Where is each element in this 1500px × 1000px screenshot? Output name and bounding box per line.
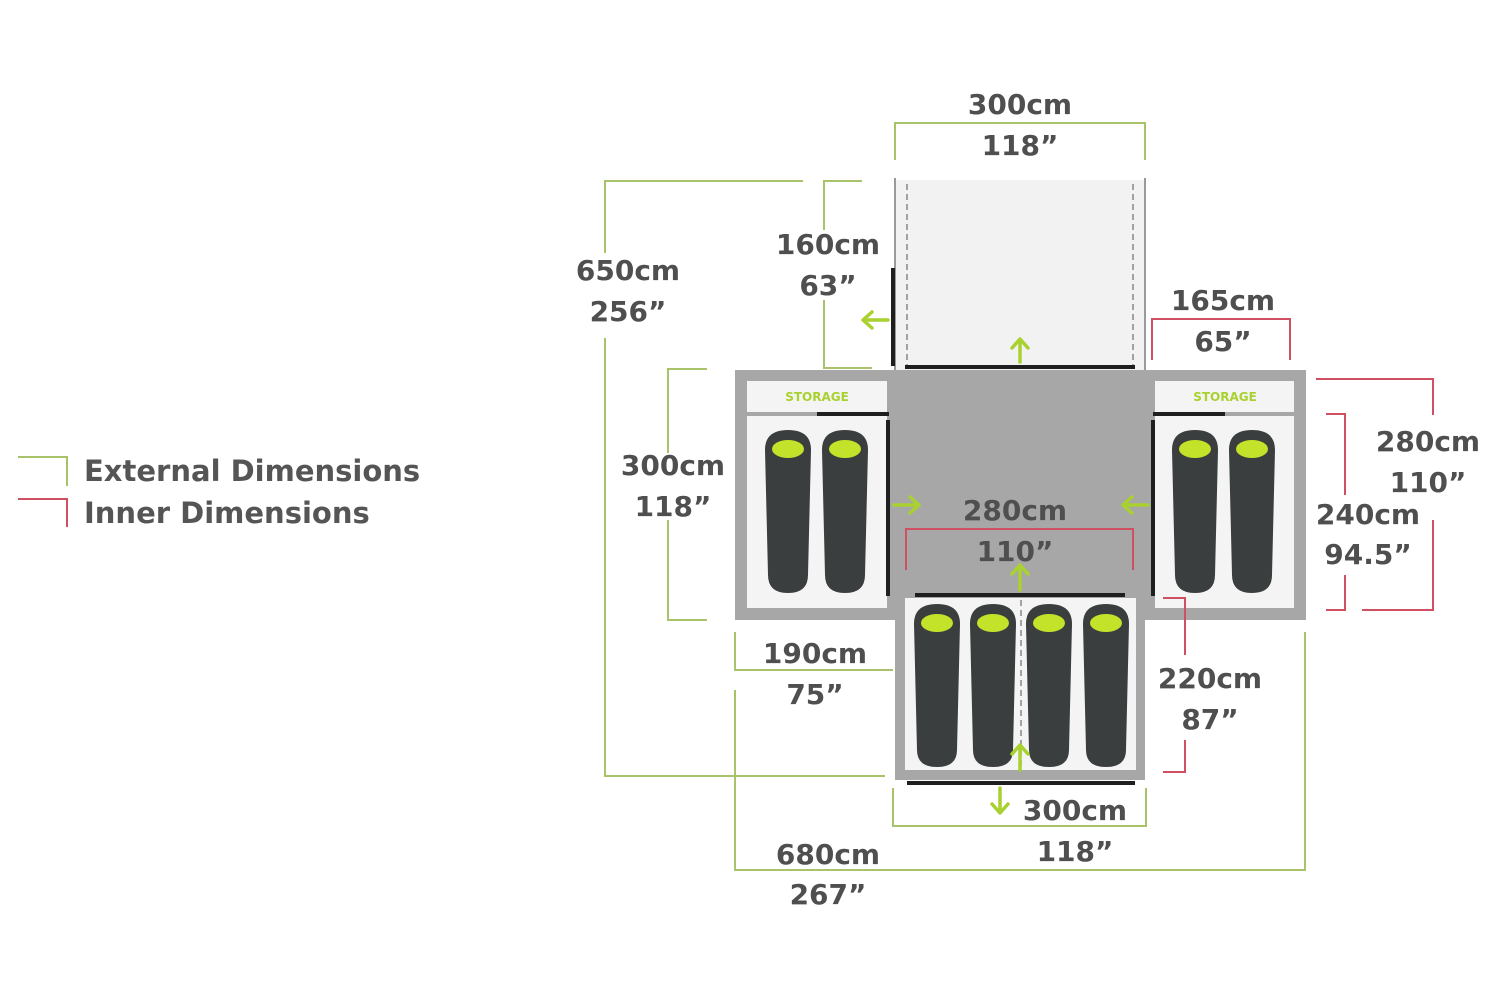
arrow-right-icon (892, 495, 921, 515)
label-side-inner-width-cm: 165cm (1171, 284, 1275, 317)
label-total-length-in: 256” (590, 295, 667, 328)
dim-line-right-inner (1326, 413, 1346, 611)
sleeping-bag (1172, 430, 1218, 593)
dim-line-center-inner (905, 528, 1134, 570)
dim-line-total-length (604, 180, 885, 777)
entrance-arrows (861, 310, 1150, 815)
label-side-inner-width-in: 65” (1194, 325, 1251, 358)
legend-external-label: External Dimensions (84, 454, 420, 488)
arrow-left-icon (1121, 495, 1150, 515)
label-center-inner-in: 110” (977, 535, 1054, 568)
label-side-depth-cm: 300cm (621, 449, 725, 482)
arrow-down-icon (990, 786, 1010, 815)
label-right-external-cm: 280cm (1376, 425, 1480, 458)
legend-inner-label: Inner Dimensions (84, 496, 370, 530)
dim-line-side-inner-width (1151, 318, 1291, 360)
inner-dimension-lines (905, 318, 1434, 773)
legend-inner-swatch (18, 498, 68, 527)
right-bedroom: STORAGE (1151, 381, 1294, 608)
left-bedroom: STORAGE (747, 381, 890, 608)
dim-line-bottom-depth (1163, 597, 1186, 773)
dim-line-bottom-width (892, 788, 1147, 827)
label-porch-width-in: 118” (982, 129, 1059, 162)
arrow-up-icon (1010, 743, 1030, 772)
right-storage (1155, 381, 1294, 412)
external-dimension-lines (604, 122, 1306, 871)
sleeping-bag (914, 604, 960, 767)
label-right-external-in: 110” (1390, 466, 1467, 499)
sleeping-bag (1229, 430, 1275, 593)
label-total-width-in: 267” (790, 878, 867, 911)
legend: External Dimensions Inner Dimensions (18, 454, 420, 530)
label-center-inner-cm: 280cm (963, 494, 1067, 527)
dim-line-porch-width (894, 122, 1146, 160)
left-storage (747, 381, 887, 412)
label-left-offset-in: 75” (786, 678, 843, 711)
label-porch-depth-cm: 160cm (776, 228, 880, 261)
sleeping-bag (970, 604, 1016, 767)
sleeping-bag (822, 430, 868, 593)
arrow-left-icon (861, 310, 890, 330)
dim-line-right-external (1316, 378, 1434, 611)
label-bottom-depth-cm: 220cm (1158, 662, 1262, 695)
dim-line-total-width (734, 632, 1306, 871)
sleeping-bag (765, 430, 811, 593)
sleeping-bag (1083, 604, 1129, 767)
tent-body: STORAGE STORAGE (735, 178, 1306, 815)
dim-line-side-depth (667, 368, 707, 621)
label-bottom-width-cm: 300cm (1023, 794, 1127, 827)
label-porch-width-cm: 300cm (968, 88, 1072, 121)
label-total-length-cm: 650cm (576, 254, 680, 287)
label-side-depth-in: 118” (635, 490, 712, 523)
legend-external-swatch (18, 456, 68, 486)
dim-line-porch-depth (823, 180, 872, 369)
label-right-inner-in: 94.5” (1324, 538, 1412, 571)
bottom-bedroom (905, 593, 1136, 785)
label-porch-depth-in: 63” (799, 269, 856, 302)
label-bottom-width-in: 118” (1037, 835, 1114, 868)
dimension-labels: 300cm 118” 160cm 63” 650cm 256” 165cm 65… (576, 88, 1480, 911)
dim-line-left-offset (734, 632, 893, 671)
right-storage-label: STORAGE (1193, 390, 1257, 404)
label-left-offset-cm: 190cm (763, 637, 867, 670)
arrow-up-icon (1010, 337, 1030, 364)
sleeping-bag (1026, 604, 1072, 767)
left-storage-label: STORAGE (785, 390, 849, 404)
arrow-up-icon (1010, 563, 1030, 592)
label-bottom-depth-in: 87” (1181, 703, 1238, 736)
label-right-inner-cm: 240cm (1316, 498, 1420, 531)
label-total-width-cm: 680cm (776, 838, 880, 871)
